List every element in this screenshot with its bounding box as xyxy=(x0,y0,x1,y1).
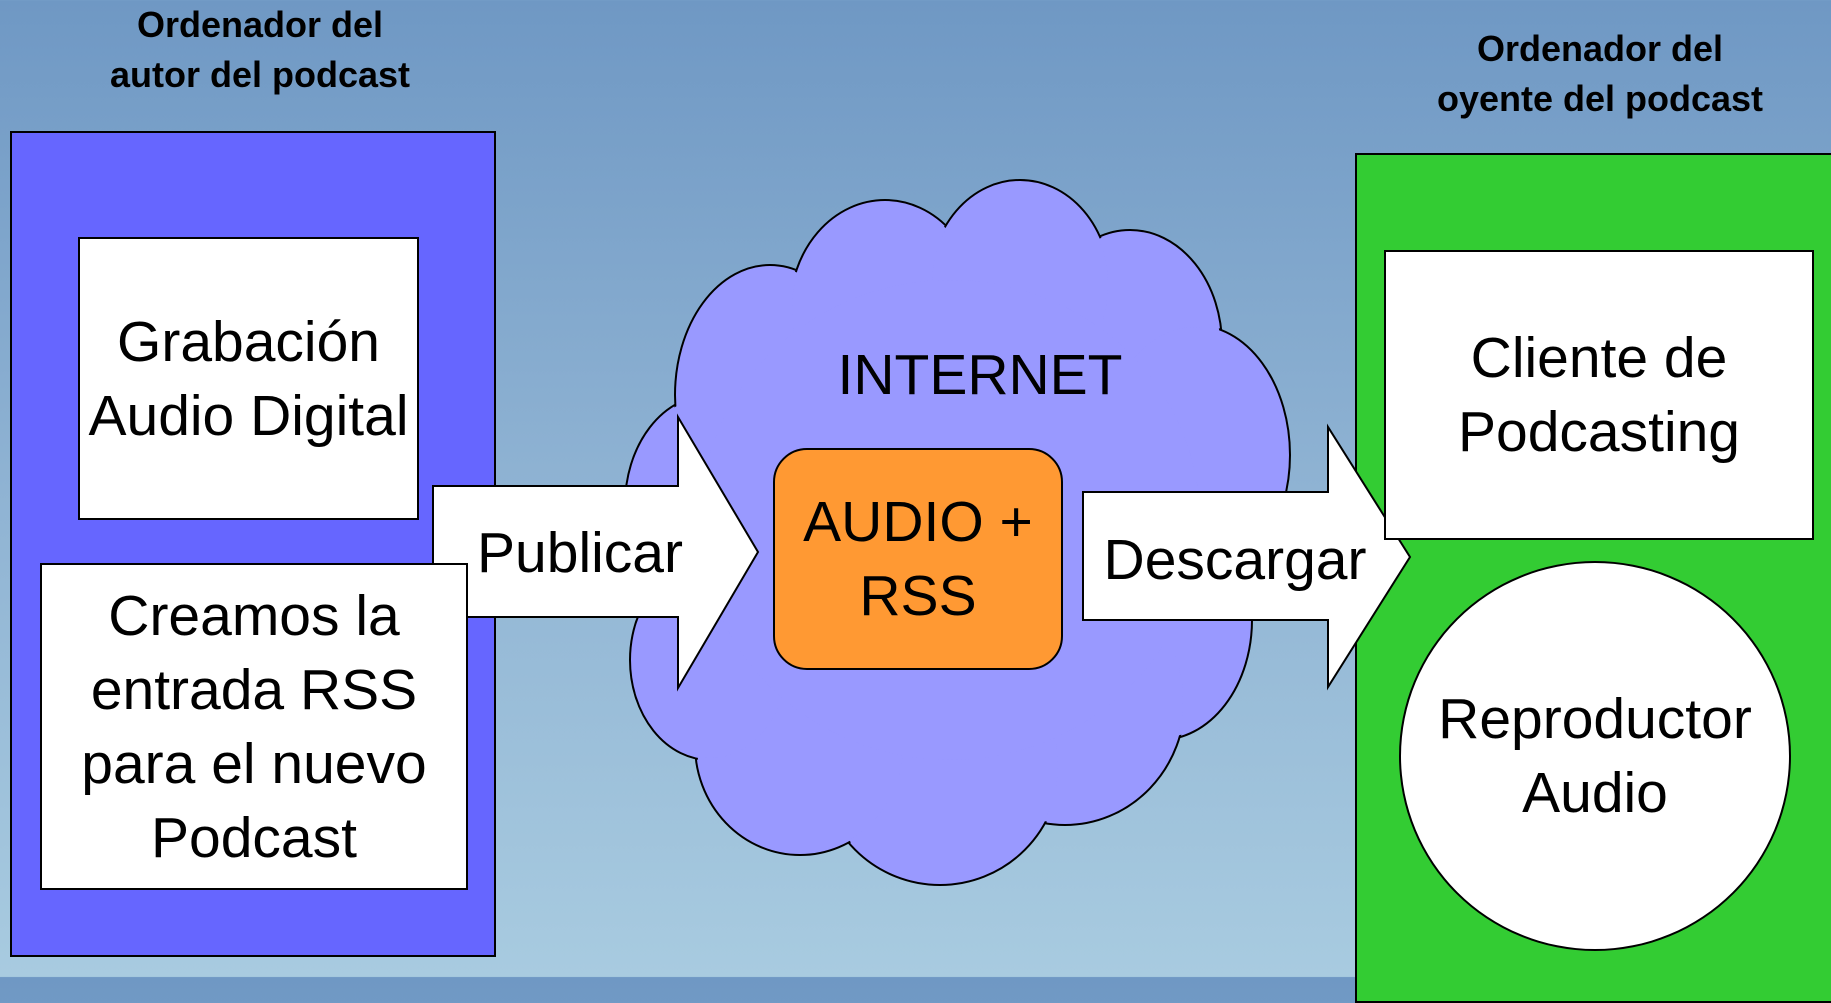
player-line1: Reproductor xyxy=(1438,687,1752,751)
recording-line2: Audio xyxy=(88,383,235,448)
publish-arrow xyxy=(432,413,760,692)
rss-entry-box: Creamos la entrada RSS para el nuevo Pod… xyxy=(40,563,468,890)
audio-rss-payload: AUDIO + RSS xyxy=(773,448,1063,670)
publish-label: Publicar xyxy=(477,521,683,585)
author-header-line2: autor del podcast xyxy=(109,54,411,95)
rss-line1: Creamos la xyxy=(108,583,400,648)
podcasting-client-box: Cliente de Podcasting xyxy=(1384,250,1814,540)
player-line2: Audio xyxy=(1522,761,1668,825)
listener-computer-header: Ordenador del oyente del podcast xyxy=(1390,24,1810,124)
client-line1: Cliente de xyxy=(1470,326,1728,390)
listener-header-line1: Ordenador del xyxy=(1476,28,1724,69)
recording-line1: Grabación xyxy=(117,309,380,374)
audio-recording-box: Grabación Audio Digital xyxy=(78,237,419,520)
payload-line2: + xyxy=(999,490,1033,554)
payload-line1: AUDIO xyxy=(803,490,984,554)
audio-player-circle: Reproductor Audio xyxy=(1399,561,1791,951)
author-computer-header: Ordenador del autor del podcast xyxy=(60,0,460,100)
rss-line2: entrada RSS xyxy=(90,657,418,722)
payload-line3: RSS xyxy=(859,564,977,628)
rss-line3: para el nuevo xyxy=(81,731,427,796)
download-arrow xyxy=(1082,423,1412,691)
client-line2: Podcasting xyxy=(1457,400,1741,464)
internet-label: INTERNET xyxy=(837,343,1123,407)
author-header-line1: Ordenador del xyxy=(136,4,384,45)
diagram-canvas xyxy=(432,179,1412,886)
download-label: Descargar xyxy=(1103,528,1367,592)
rss-line4: Podcast xyxy=(151,805,357,870)
listener-header-line2: oyente del podcast xyxy=(1436,78,1764,119)
recording-line3: Digital xyxy=(250,383,409,448)
